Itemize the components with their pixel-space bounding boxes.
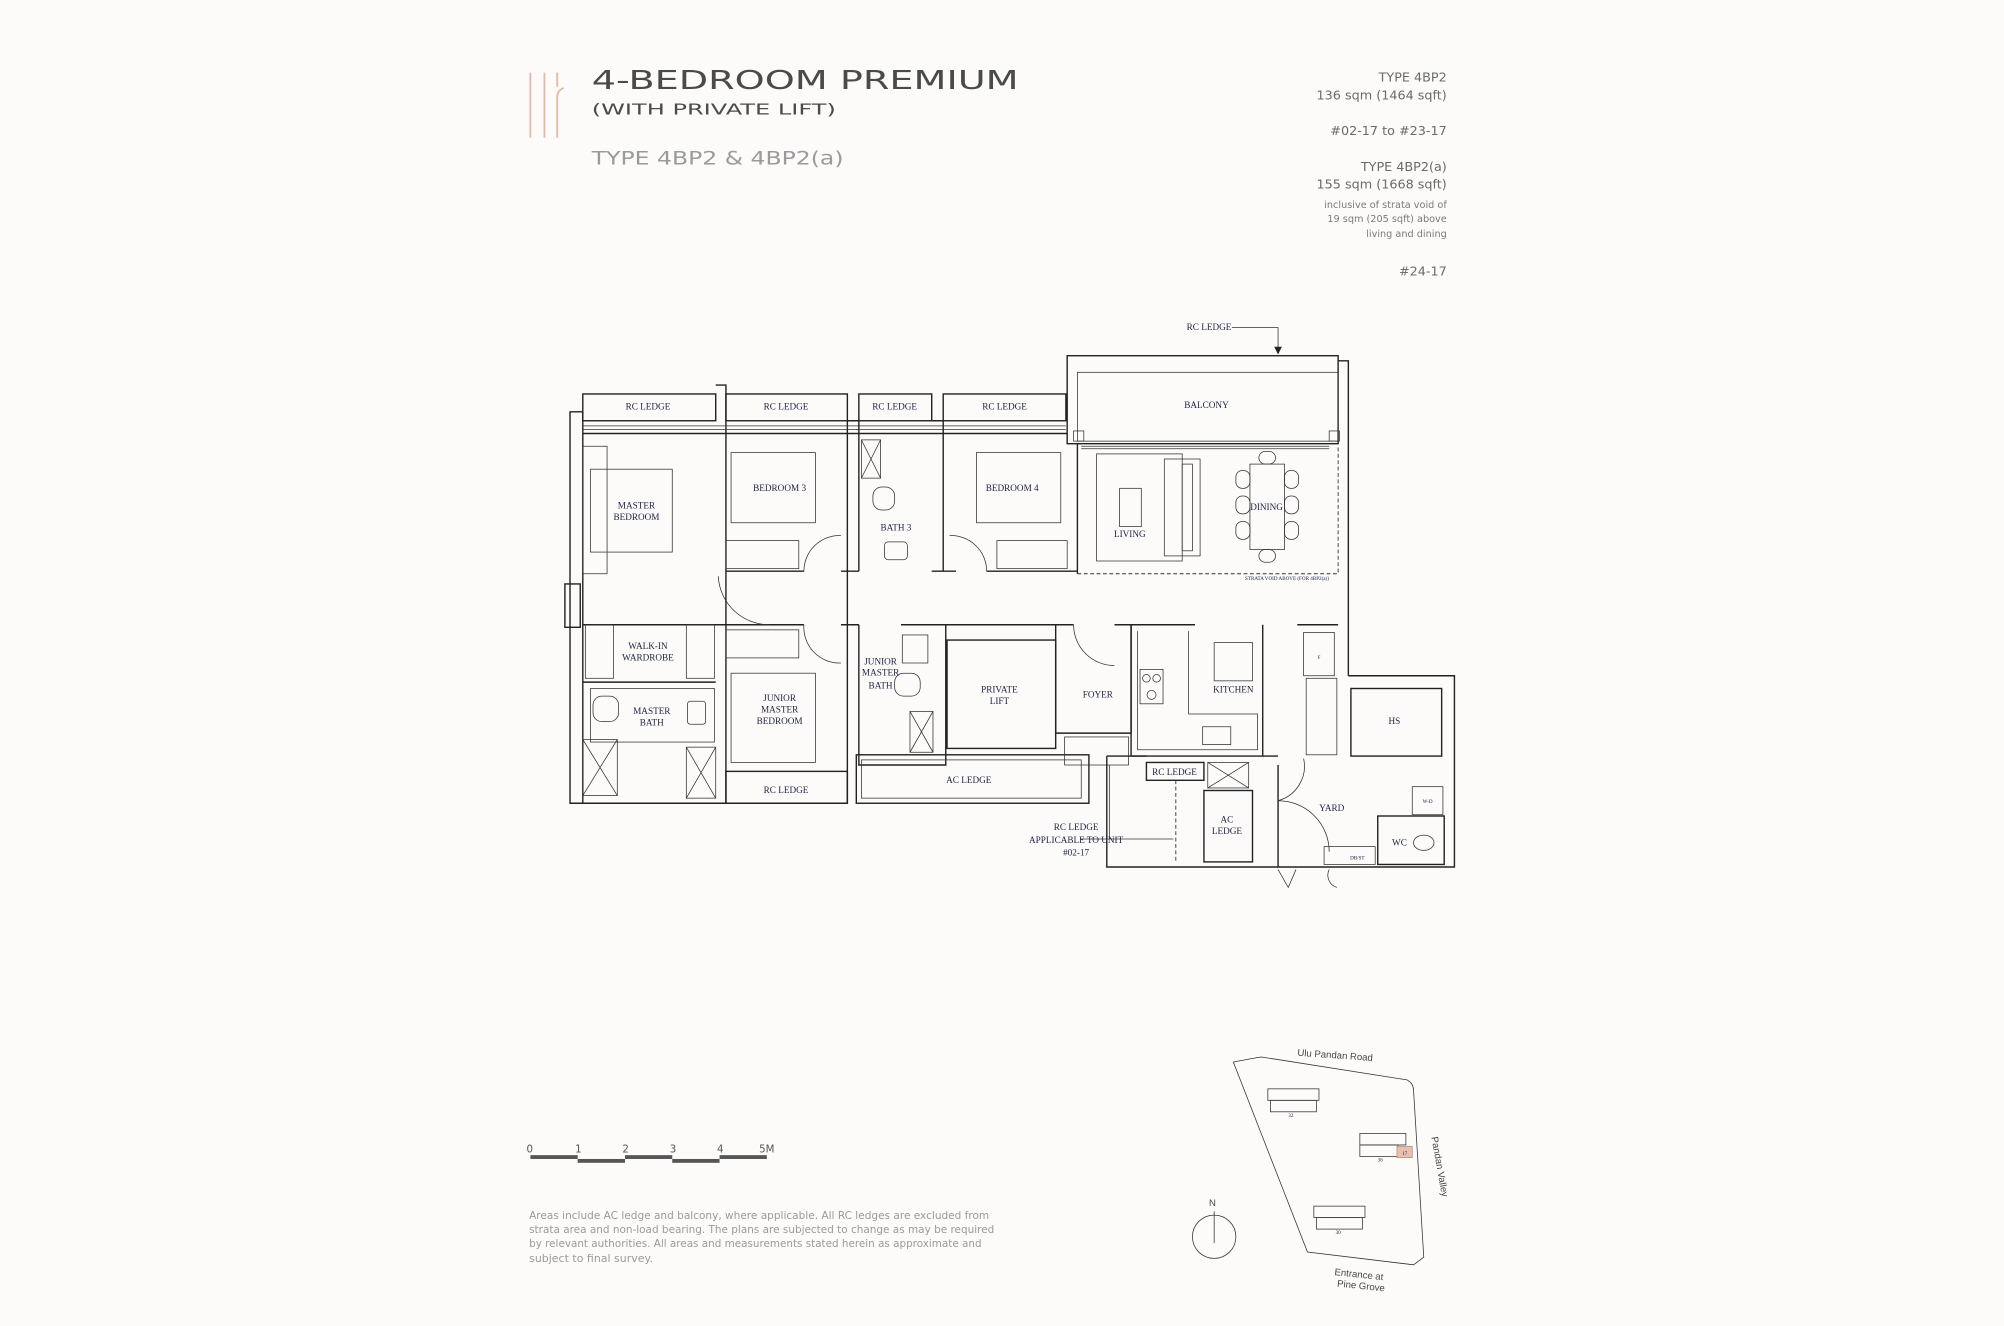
type-b: TYPE 4BP2(a) bbox=[1360, 160, 1447, 175]
label-master-bedroom: MASTER bbox=[618, 501, 656, 511]
compass-north-icon bbox=[1192, 1211, 1237, 1259]
unit-info: TYPE 4BP2 136 sqm (1464 sqft) #02-17 to … bbox=[1317, 71, 1448, 280]
scale-tick: 4 bbox=[717, 1145, 724, 1156]
label-bath-3: BATH 3 bbox=[880, 522, 911, 532]
label-rc-ledge-top: RC LEDGE bbox=[1187, 322, 1232, 332]
road-top: Ulu Pandan Road bbox=[1297, 1048, 1373, 1064]
label-rc-ledge-note: #02-17 bbox=[1063, 848, 1089, 858]
note-b: living and dining bbox=[1366, 229, 1447, 240]
note-b: inclusive of strata void of bbox=[1324, 200, 1447, 211]
floor-plan bbox=[564, 327, 1456, 889]
label-junior-master-bath: JUNIOR bbox=[864, 656, 898, 666]
label-bedroom-3: BEDROOM 3 bbox=[753, 483, 806, 493]
rc-ledge bbox=[858, 393, 933, 422]
label-rc-ledge-note: APPLICABLE TO UNIT bbox=[1029, 835, 1124, 845]
disclaimer-line: strata area and non-load bearing. The pl… bbox=[529, 1223, 994, 1236]
label-rc-ledge: RC LEDGE bbox=[626, 401, 671, 411]
label-junior-master-bath: MASTER bbox=[862, 668, 900, 678]
scale-tick: 0 bbox=[527, 1145, 534, 1156]
label-hs: HS bbox=[1388, 716, 1400, 726]
room-labels: RC LEDGE RC LEDGE RC LEDGE RC LEDGE RC L… bbox=[613, 322, 1432, 861]
area-a: 136 sqm (1464 sqft) bbox=[1317, 88, 1447, 103]
label-dining: DINING bbox=[1250, 502, 1283, 512]
brand-accent-icon bbox=[529, 72, 564, 138]
site-plan: 17 32 36 30 Ulu Pandan Road Pandan Valle… bbox=[1192, 1048, 1450, 1295]
label-living: LIVING bbox=[1114, 529, 1146, 539]
block-label: 32 bbox=[1288, 1113, 1294, 1119]
label-walk-in: WALK-IN bbox=[628, 641, 668, 651]
label-rc-ledge-kitchen: RC LEDGE bbox=[1152, 767, 1197, 777]
household-shelter bbox=[1350, 687, 1443, 757]
label-wd: W-D bbox=[1423, 799, 1433, 805]
label-rc-ledge: RC LEDGE bbox=[872, 401, 917, 411]
label-fridge: F bbox=[1318, 655, 1321, 661]
area-b: 155 sqm (1668 sqft) bbox=[1317, 178, 1447, 193]
ac-ledge bbox=[855, 754, 1090, 804]
entrance-label: Pine Grove bbox=[1337, 1279, 1386, 1295]
label-master-bath: BATH bbox=[640, 717, 664, 727]
label-dbst: DB/ST bbox=[1350, 855, 1365, 861]
disclaimer-line: Areas include AC ledge and balcony, wher… bbox=[529, 1209, 989, 1222]
highlighted-unit bbox=[1396, 1145, 1413, 1159]
label-ac-ledge: AC LEDGE bbox=[946, 775, 992, 785]
north-label: N bbox=[1209, 1198, 1216, 1209]
rc-ledge bbox=[725, 393, 849, 422]
units-b: #24-17 bbox=[1399, 264, 1447, 279]
rc-ledge bbox=[582, 393, 717, 422]
scale-tick: 2 bbox=[622, 1145, 629, 1156]
disclaimer-line: subject to final survey. bbox=[529, 1252, 653, 1265]
label-junior-master-bath: BATH bbox=[869, 681, 893, 691]
label-wc: WC bbox=[1392, 837, 1407, 847]
label-private-lift: PRIVATE bbox=[981, 684, 1018, 694]
entrance-label: Entrance at bbox=[1334, 1267, 1384, 1283]
label-kitchen: KITCHEN bbox=[1213, 684, 1254, 694]
block-30 bbox=[1313, 1205, 1366, 1230]
label-master-bedroom: BEDROOM bbox=[613, 512, 659, 522]
label-junior-master-bedroom: JUNIOR bbox=[763, 693, 797, 703]
label-master-bath: MASTER bbox=[633, 706, 671, 716]
label-balcony: BALCONY bbox=[1184, 400, 1229, 410]
label-rc-ledge-note: RC LEDGE bbox=[1054, 822, 1099, 832]
label-walk-in: WARDROBE bbox=[622, 652, 674, 662]
note-b: 19 sqm (205 sqft) above bbox=[1327, 214, 1446, 225]
units-a: #02-17 to #23-17 bbox=[1330, 124, 1447, 139]
scale-tick: 1 bbox=[575, 1145, 582, 1156]
block-label: 36 bbox=[1378, 1158, 1384, 1164]
label-rc-ledge: RC LEDGE bbox=[982, 401, 1027, 411]
page-subtitle: (WITH PRIVATE LIFT) bbox=[592, 102, 836, 119]
scale-bar: 0 1 2 3 4 5M bbox=[527, 1145, 774, 1163]
label-private-lift: LIFT bbox=[990, 696, 1010, 706]
label-junior-master-bedroom: BEDROOM bbox=[757, 716, 803, 726]
disclaimer-line: by relevant authorities. All areas and m… bbox=[529, 1237, 981, 1250]
label-rc-ledge-bottom: RC LEDGE bbox=[764, 785, 809, 795]
label-foyer: FOYER bbox=[1083, 689, 1114, 699]
scale-tick: 3 bbox=[670, 1145, 677, 1156]
disclaimer: Areas include AC ledge and balcony, wher… bbox=[529, 1209, 994, 1265]
label-bedroom-4: BEDROOM 4 bbox=[986, 483, 1039, 493]
block-label: 30 bbox=[1336, 1230, 1342, 1236]
label-junior-master-bedroom: MASTER bbox=[761, 705, 799, 715]
label-yard: YARD bbox=[1319, 803, 1344, 813]
label-ac-ledge-small: LEDGE bbox=[1212, 826, 1243, 836]
scale-tick: 5M bbox=[759, 1145, 774, 1156]
label-rc-ledge: RC LEDGE bbox=[764, 401, 809, 411]
type-a: TYPE 4BP2 bbox=[1378, 71, 1447, 86]
highlight-unit-label: 17 bbox=[1402, 1151, 1408, 1157]
label-strata-void: STRATA VOID ABOVE (FOR 4BP2(a)) bbox=[1245, 575, 1329, 582]
unit-types: TYPE 4BP2 & 4BP2(a) bbox=[590, 148, 843, 169]
rc-ledge bbox=[942, 393, 1067, 422]
label-ac-ledge-small: AC bbox=[1221, 814, 1234, 824]
rc-ledge bbox=[725, 770, 849, 804]
road-right: Pandan Valley bbox=[1428, 1136, 1449, 1198]
block-32 bbox=[1267, 1088, 1320, 1113]
page-title: 4-BEDROOM PREMIUM bbox=[592, 66, 1019, 96]
